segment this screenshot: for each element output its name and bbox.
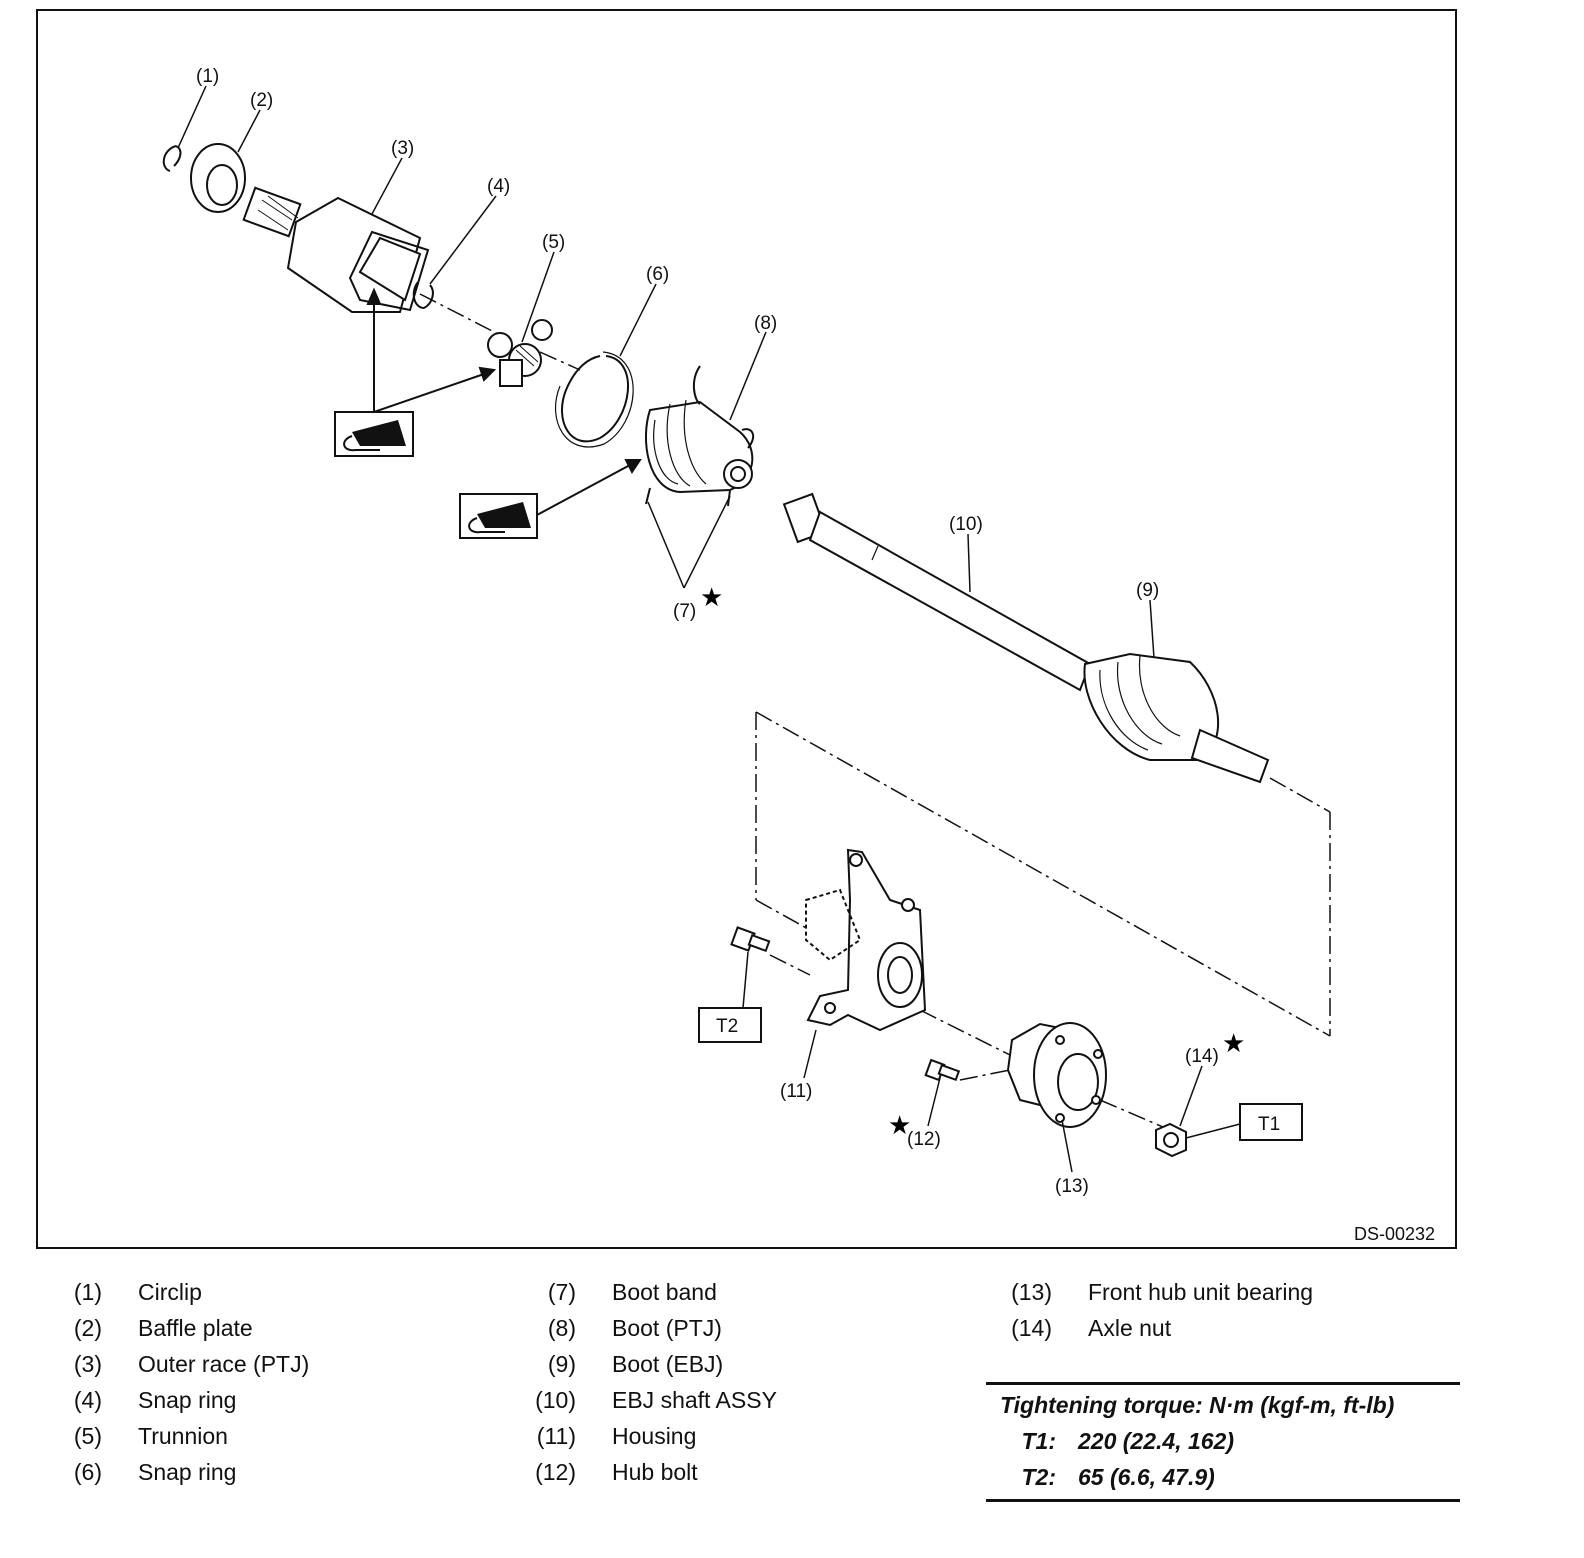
legend-item: (13)Front hub unit bearing xyxy=(1011,1279,1314,1305)
circlip-part xyxy=(162,145,182,172)
outer-race-part xyxy=(242,186,430,313)
torque-title: Tightening torque: N·m (kgf-m, ft-lb) xyxy=(1000,1391,1395,1418)
torque-box-t2 xyxy=(698,1007,762,1043)
callout-9: (9) xyxy=(1136,580,1159,601)
legend-item: (11)Housing xyxy=(536,1423,697,1449)
star-icon: ★ xyxy=(888,1111,911,1141)
callout-6: (6) xyxy=(646,264,669,285)
callout-14: (14) xyxy=(1185,1046,1219,1067)
housing-bolt-part xyxy=(730,926,771,953)
exploded-view-diagram: (1) (2) (3) (4) (5) (6) (7) (8) (9) (10)… xyxy=(36,9,1457,1249)
callout-12: (12) xyxy=(907,1129,941,1150)
callout-2: (2) xyxy=(250,90,273,111)
legend-item: (8)Boot (PTJ) xyxy=(547,1315,722,1341)
boot-ptj-part xyxy=(644,365,755,507)
callout-3: (3) xyxy=(391,138,414,159)
grease-icon xyxy=(459,493,538,539)
torque-table: Tightening torque: N·m (kgf-m, ft-lb) T1… xyxy=(986,1382,1460,1502)
callout-8: (8) xyxy=(754,313,777,334)
legend-column-2: (7)Boot band (8)Boot (PTJ) (9)Boot (EBJ)… xyxy=(510,1274,777,1490)
ebj-shaft-part xyxy=(782,492,1092,692)
legend-item: (5)Trunnion xyxy=(73,1423,228,1449)
legend-item: (3)Outer race (PTJ) xyxy=(73,1351,310,1377)
baffle-plate-part xyxy=(190,143,246,213)
snap-ring-part xyxy=(412,281,434,310)
legend-item: (9)Boot (EBJ) xyxy=(547,1351,724,1377)
figure-code: DS-00232 xyxy=(1354,1224,1435,1244)
callout-5: (5) xyxy=(542,232,565,253)
legend-column-3: (13)Front hub unit bearing (14)Axle nut xyxy=(986,1274,1313,1346)
torque-box-t2-label: T2 xyxy=(716,1016,738,1037)
trunnion-part xyxy=(487,319,553,387)
torque-row: T1:220 (22.4, 162) xyxy=(1021,1427,1235,1454)
housing-part xyxy=(805,848,927,1032)
callout-11: (11) xyxy=(780,1081,812,1102)
legend-column-1: (1)Circlip (2)Baffle plate (3)Outer race… xyxy=(36,1274,309,1490)
legend-item: (6)Snap ring xyxy=(73,1459,237,1485)
torque-box-t1 xyxy=(1239,1103,1303,1141)
legend-item: (4)Snap ring xyxy=(73,1387,237,1413)
legend-item: (7)Boot band xyxy=(547,1279,717,1305)
legend-item: (14)Axle nut xyxy=(1011,1315,1172,1341)
callout-13: (13) xyxy=(1055,1176,1089,1197)
callout-1: (1) xyxy=(196,66,219,87)
axle-nut-part xyxy=(1155,1122,1187,1158)
hub-bearing-part xyxy=(1006,1022,1107,1128)
callout-7: (7) xyxy=(673,601,696,622)
callout-4: (4) xyxy=(487,176,510,197)
legend-item: (1)Circlip xyxy=(73,1279,202,1305)
legend-item: (2)Baffle plate xyxy=(73,1315,253,1341)
callout-leader-lines xyxy=(177,85,1241,1173)
legend-item: (10)EBJ shaft ASSY xyxy=(535,1387,777,1413)
center-line xyxy=(419,293,1331,1131)
grease-icon xyxy=(334,411,414,457)
star-icon: ★ xyxy=(1222,1029,1245,1059)
legend-item: (12)Hub bolt xyxy=(535,1459,698,1485)
callout-10: (10) xyxy=(949,514,983,535)
torque-box-t1-label: T1 xyxy=(1258,1114,1280,1135)
torque-row: T2:65 (6.6, 47.9) xyxy=(1021,1463,1215,1490)
hub-bolt-part xyxy=(924,1058,961,1082)
star-icon: ★ xyxy=(700,583,723,613)
large-snap-ring-part xyxy=(555,351,634,448)
grease-leader-lines xyxy=(366,287,642,516)
diagram-frame xyxy=(36,9,1457,1249)
boot-ebj-part xyxy=(1083,652,1270,784)
